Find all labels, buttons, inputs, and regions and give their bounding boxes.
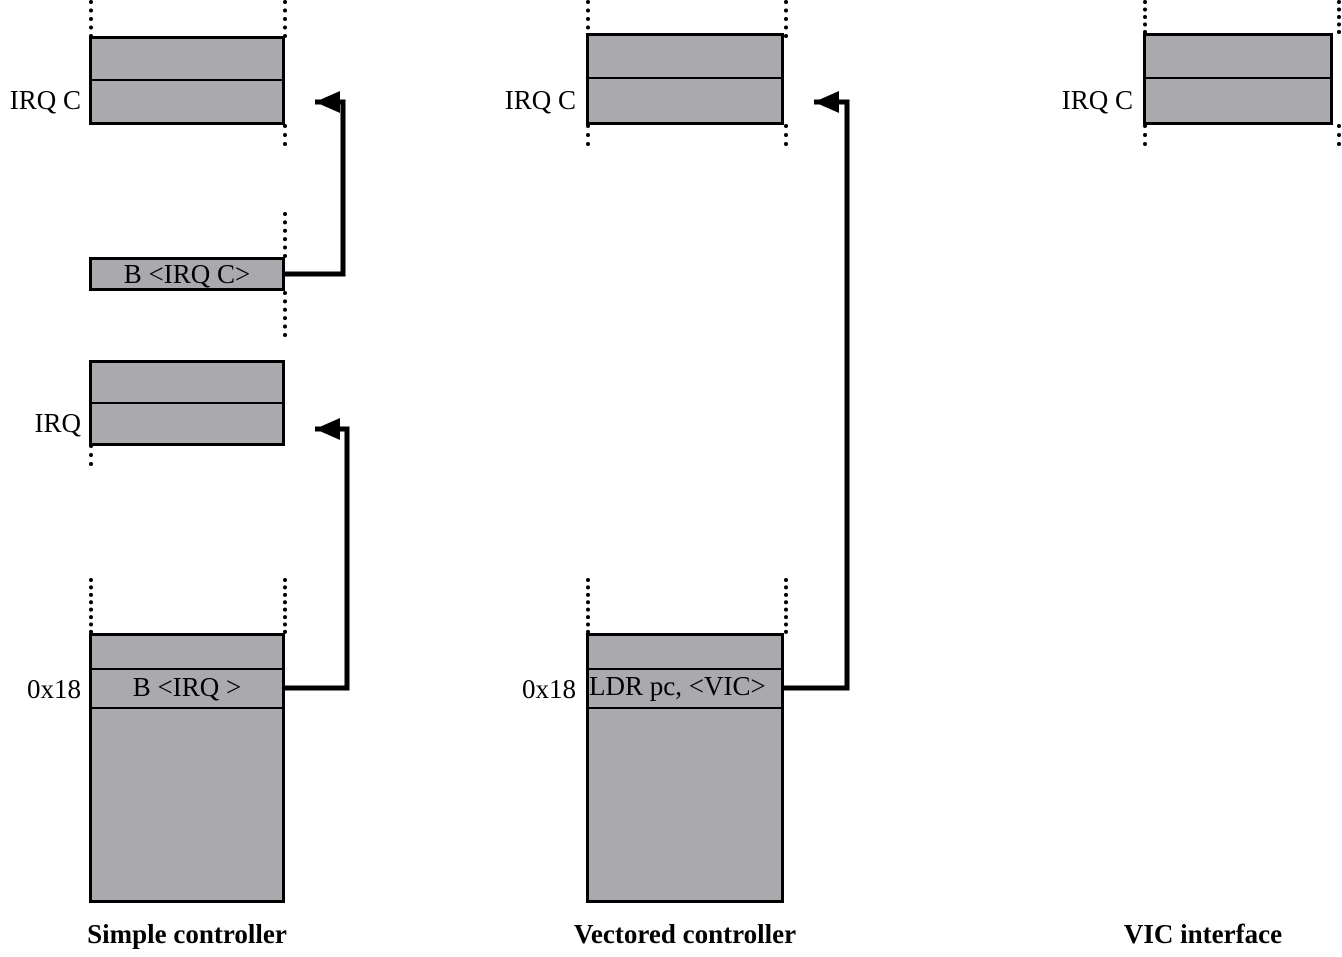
guide-line-col3-left-top [1143, 0, 1147, 34]
guide-line-col2-left-irqc-bottom [586, 124, 590, 146]
guide-line-col2-left-vector-top [586, 578, 590, 634]
connector-ldr-to-irq-c-handler [784, 91, 850, 691]
row-label-col2-irq-c: IRQ C [504, 85, 576, 115]
block-col1-irq-handler [89, 360, 285, 446]
block-col1-vector-table [89, 633, 285, 903]
block-divider [589, 707, 781, 709]
guide-line-col2-right-top [784, 0, 788, 38]
guide-line-col2-right-vector-top [784, 578, 788, 634]
guide-line-col2-left-top [586, 0, 590, 38]
guide-line-col3-left-irqc-bottom [1143, 124, 1147, 146]
caption-vectored-controller: Vectored controller [573, 919, 797, 949]
guide-line-col1-left-vector-top [89, 578, 93, 634]
guide-line-col1-right-vector-top [283, 578, 287, 634]
guide-line-col2-right-irqc-bottom [784, 124, 788, 146]
block-divider [92, 402, 282, 404]
guide-line-col1-right-top [283, 0, 287, 38]
instruction-col1-branch-irq-c: B <IRQ C> [123, 259, 251, 289]
block-col2-vector-table [586, 633, 784, 903]
connector-branch-to-irq-c-handler [285, 91, 346, 277]
block-divider [92, 79, 282, 81]
guide-line-col1-right-branch-top [283, 212, 287, 258]
block-col3-irq-c-handler [1143, 33, 1333, 125]
block-col1-branch-irq-c [89, 257, 285, 291]
guide-line-col1-left-irq-bottom [89, 444, 93, 466]
instruction-col2-ldr-pc-vic: LDR pc, <VIC> [589, 671, 766, 701]
block-divider [589, 77, 781, 79]
caption-vic-interface: VIC interface [1123, 919, 1283, 949]
guide-line-col1-right-irqc-bottom [283, 124, 287, 146]
row-label-col3-irq-c: IRQ C [1061, 85, 1133, 115]
row-label-col1-0x18: 0x18 [27, 674, 81, 704]
block-divider [92, 668, 282, 670]
row-label-col1-irq: IRQ [34, 408, 82, 438]
guide-line-col3-right-top [1337, 0, 1341, 34]
connector-vector-to-irq-handler [285, 418, 350, 691]
guide-line-col1-right-branch-bottom [283, 291, 287, 337]
block-divider [1146, 77, 1330, 79]
block-col2-irq-c-handler [586, 33, 784, 125]
guide-line-col1-left-top [89, 0, 93, 38]
row-label-col2-0x18: 0x18 [522, 674, 576, 704]
row-label-col1-irq-c: IRQ C [9, 85, 81, 115]
block-divider [589, 668, 781, 670]
guide-line-col3-right-irqc-bottom [1337, 124, 1341, 146]
block-divider [92, 707, 282, 709]
block-col1-irq-c-handler [89, 36, 285, 125]
instruction-col1-branch-irq: B <IRQ > [132, 672, 242, 702]
caption-simple-controller: Simple controller [87, 919, 287, 949]
